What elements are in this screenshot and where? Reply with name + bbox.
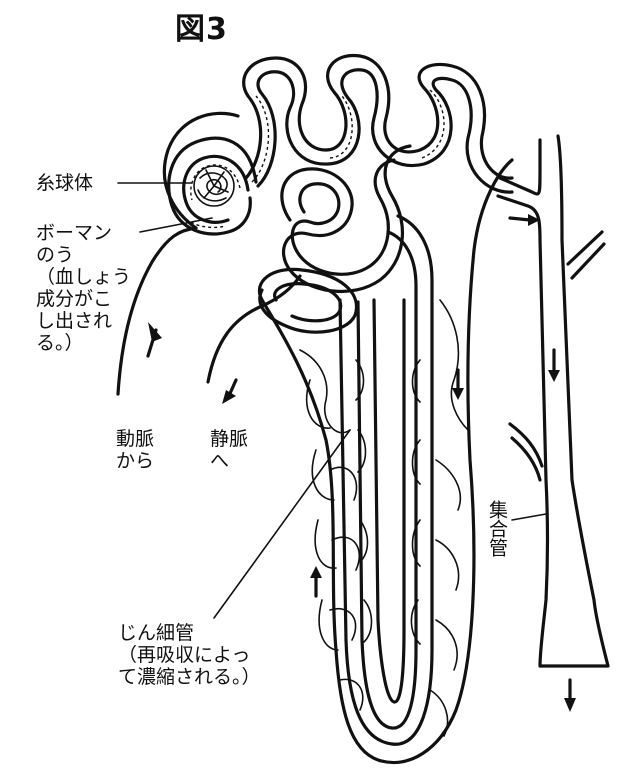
collecting-duct-label: 集合管 bbox=[486, 500, 508, 557]
artery-label-line-1: 動脈 bbox=[116, 428, 154, 450]
bowman-label-line-3: （血しょう bbox=[36, 266, 131, 288]
glomerulus bbox=[194, 166, 234, 206]
bowman-label-line-5: し出され bbox=[36, 310, 131, 332]
vein-label: 静脈 へ bbox=[210, 428, 248, 472]
bowman-leader bbox=[140, 218, 212, 232]
bowman-label-line-2: のう bbox=[36, 244, 131, 266]
bowman-label-line-4: 成分がこ bbox=[36, 288, 131, 310]
peritubular-capillaries bbox=[262, 160, 512, 763]
tubule-label-line-2: （再吸収によっ bbox=[118, 644, 261, 666]
tubule-label: じん細管 （再吸収によっ て濃縮される。） bbox=[118, 622, 261, 688]
bowman-label-line-1: ボーマン bbox=[36, 222, 131, 244]
tubule-label-line-1: じん細管 bbox=[118, 622, 261, 644]
glomerulus-label: 糸球体 bbox=[36, 172, 93, 194]
artery-label-line-2: から bbox=[116, 450, 154, 472]
efferent-to-vein bbox=[208, 276, 300, 382]
tubule-label-line-3: て濃縮される。） bbox=[118, 666, 261, 688]
artery-label: 動脈 から bbox=[116, 428, 154, 472]
figure-title: 図3 bbox=[175, 4, 228, 48]
vein-label-line-2: へ bbox=[210, 450, 248, 472]
collecting-duct-leader bbox=[512, 514, 546, 520]
vein-label-line-1: 静脈 bbox=[210, 428, 248, 450]
bowmans-capsule bbox=[169, 138, 256, 234]
bowman-label-line-6: る。） bbox=[36, 332, 131, 354]
bowman-label: ボーマン のう （血しょう 成分がこ し出され る。） bbox=[36, 222, 131, 354]
collecting-duct bbox=[498, 136, 608, 666]
